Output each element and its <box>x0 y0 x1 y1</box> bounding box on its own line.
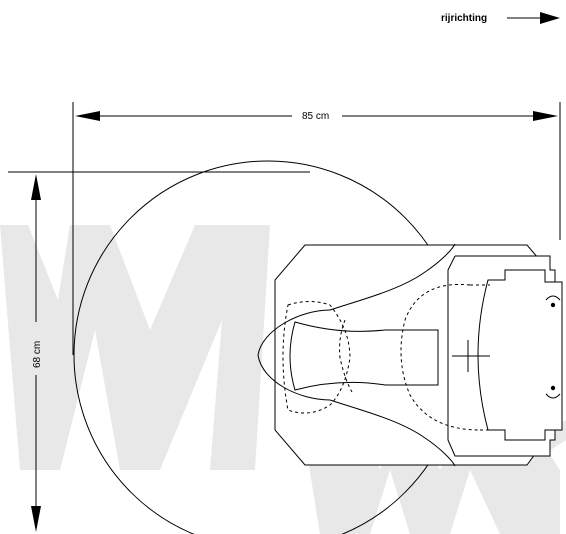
direction-arrow-head <box>540 12 560 24</box>
rear-bolt-top-arc <box>545 295 561 301</box>
rear-bolt-bottom-arc <box>545 393 561 399</box>
dashed-guides <box>282 283 500 431</box>
width-arrow-right <box>533 111 558 121</box>
width-arrow-left <box>75 111 100 121</box>
rear-bolt-top <box>550 302 556 308</box>
seat-lower-curve <box>329 399 456 467</box>
seat-upper-curve <box>329 243 456 311</box>
center-crosshair <box>452 340 490 372</box>
width-dimension <box>72 102 561 355</box>
depth-arrow-bottom <box>31 506 41 532</box>
rear-housing <box>477 269 563 441</box>
seat-front-curve <box>257 309 331 401</box>
seat-cushion <box>289 321 439 391</box>
direction-label: rijrichting <box>441 13 487 24</box>
depth-label: 68 cm <box>32 341 43 368</box>
rear-bolt-bottom <box>550 385 556 391</box>
depth-dimension <box>8 171 310 512</box>
depth-arrow-top <box>31 174 41 200</box>
width-label: 85 cm <box>302 111 329 122</box>
